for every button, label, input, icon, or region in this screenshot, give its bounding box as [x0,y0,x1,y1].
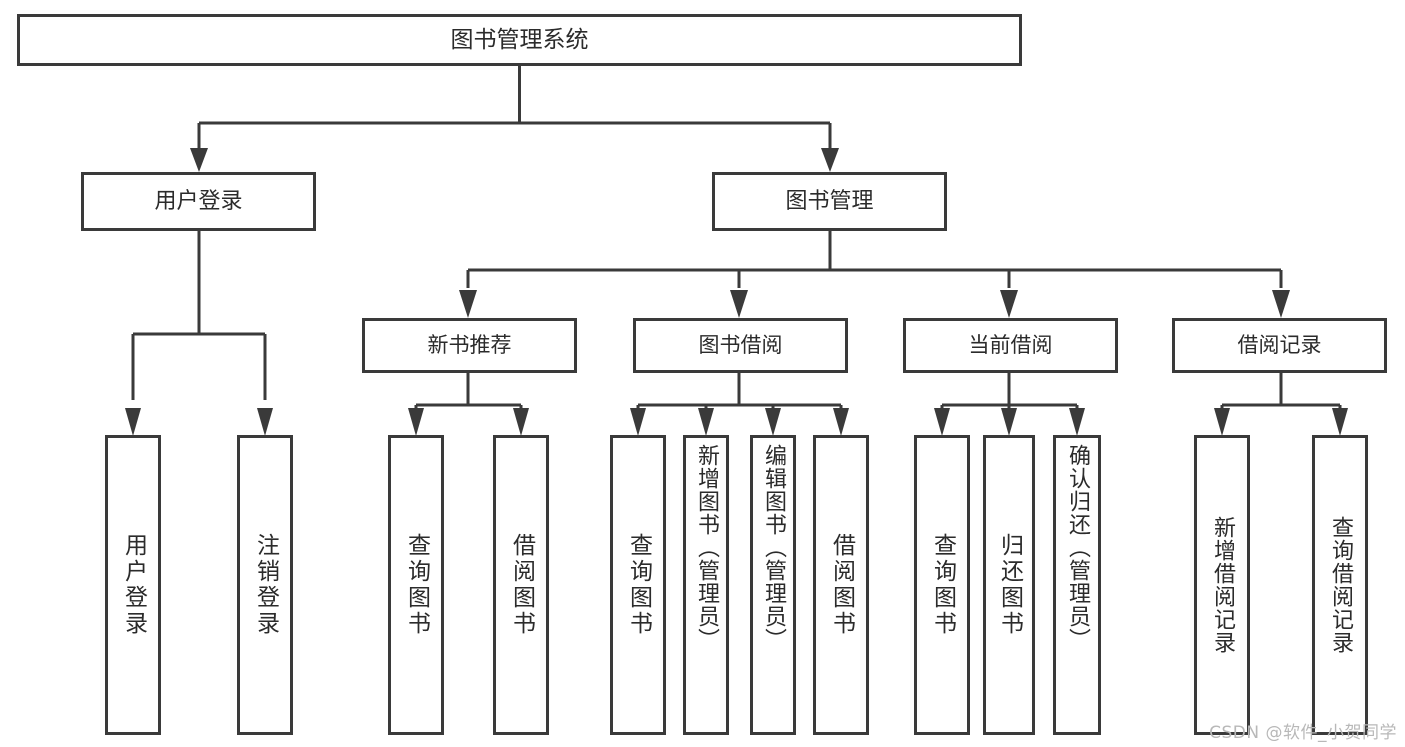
node-label: 图书借阅 [698,333,783,358]
node-label: 新增图书（管理员） [694,444,719,651]
node-label: 编辑图书（管理员） [761,444,786,651]
node-label: 查询图书 [929,533,956,637]
node-borrow-record[interactable]: 借阅记录 [1172,318,1387,373]
leaf-query-book-current[interactable]: 查询图书 [914,435,970,735]
node-label: 用户登录 [154,188,243,214]
node-label: 用户登录 [120,533,147,637]
watermark: CSDN @软件_小贺同学 [1209,723,1397,743]
leaf-add-borrow-record[interactable]: 新增借阅记录 [1194,435,1250,735]
leaf-add-book-admin[interactable]: 新增图书（管理员） [683,435,729,735]
leaf-edit-book-admin[interactable]: 编辑图书（管理员） [750,435,796,735]
node-label: 新增借阅记录 [1210,516,1235,654]
node-label: 归还图书 [996,533,1023,637]
leaf-query-book-borrow[interactable]: 查询图书 [610,435,666,735]
leaf-return-book[interactable]: 归还图书 [983,435,1035,735]
leaf-user-logout[interactable]: 注销登录 [237,435,293,735]
leaf-confirm-return-admin[interactable]: 确认归还（管理员） [1053,435,1101,735]
node-label: 查询借阅记录 [1328,516,1353,654]
leaf-user-login[interactable]: 用户登录 [105,435,161,735]
leaf-borrow-book-recommend[interactable]: 借阅图书 [493,435,549,735]
node-label: 查询图书 [625,533,652,637]
node-label: 确认归还（管理员） [1065,444,1090,651]
node-root-system[interactable]: 图书管理系统 [17,14,1022,66]
node-label: 注销登录 [252,533,279,637]
node-book-borrow[interactable]: 图书借阅 [633,318,848,373]
leaf-query-borrow-record[interactable]: 查询借阅记录 [1312,435,1368,735]
node-label: 图书管理系统 [450,26,589,53]
leaf-query-book-recommend[interactable]: 查询图书 [388,435,444,735]
node-label: 当前借阅 [968,333,1053,358]
node-new-book-recommend[interactable]: 新书推荐 [362,318,577,373]
node-label: 借阅记录 [1237,333,1322,358]
leaf-borrow-book[interactable]: 借阅图书 [813,435,869,735]
node-label: 借阅图书 [828,533,855,637]
node-label: 新书推荐 [427,333,512,358]
node-current-borrow[interactable]: 当前借阅 [903,318,1118,373]
node-label: 图书管理 [785,188,874,214]
node-user-login[interactable]: 用户登录 [81,172,316,231]
node-label: 查询图书 [403,533,430,637]
node-book-management[interactable]: 图书管理 [712,172,947,231]
node-label: 借阅图书 [508,533,535,637]
